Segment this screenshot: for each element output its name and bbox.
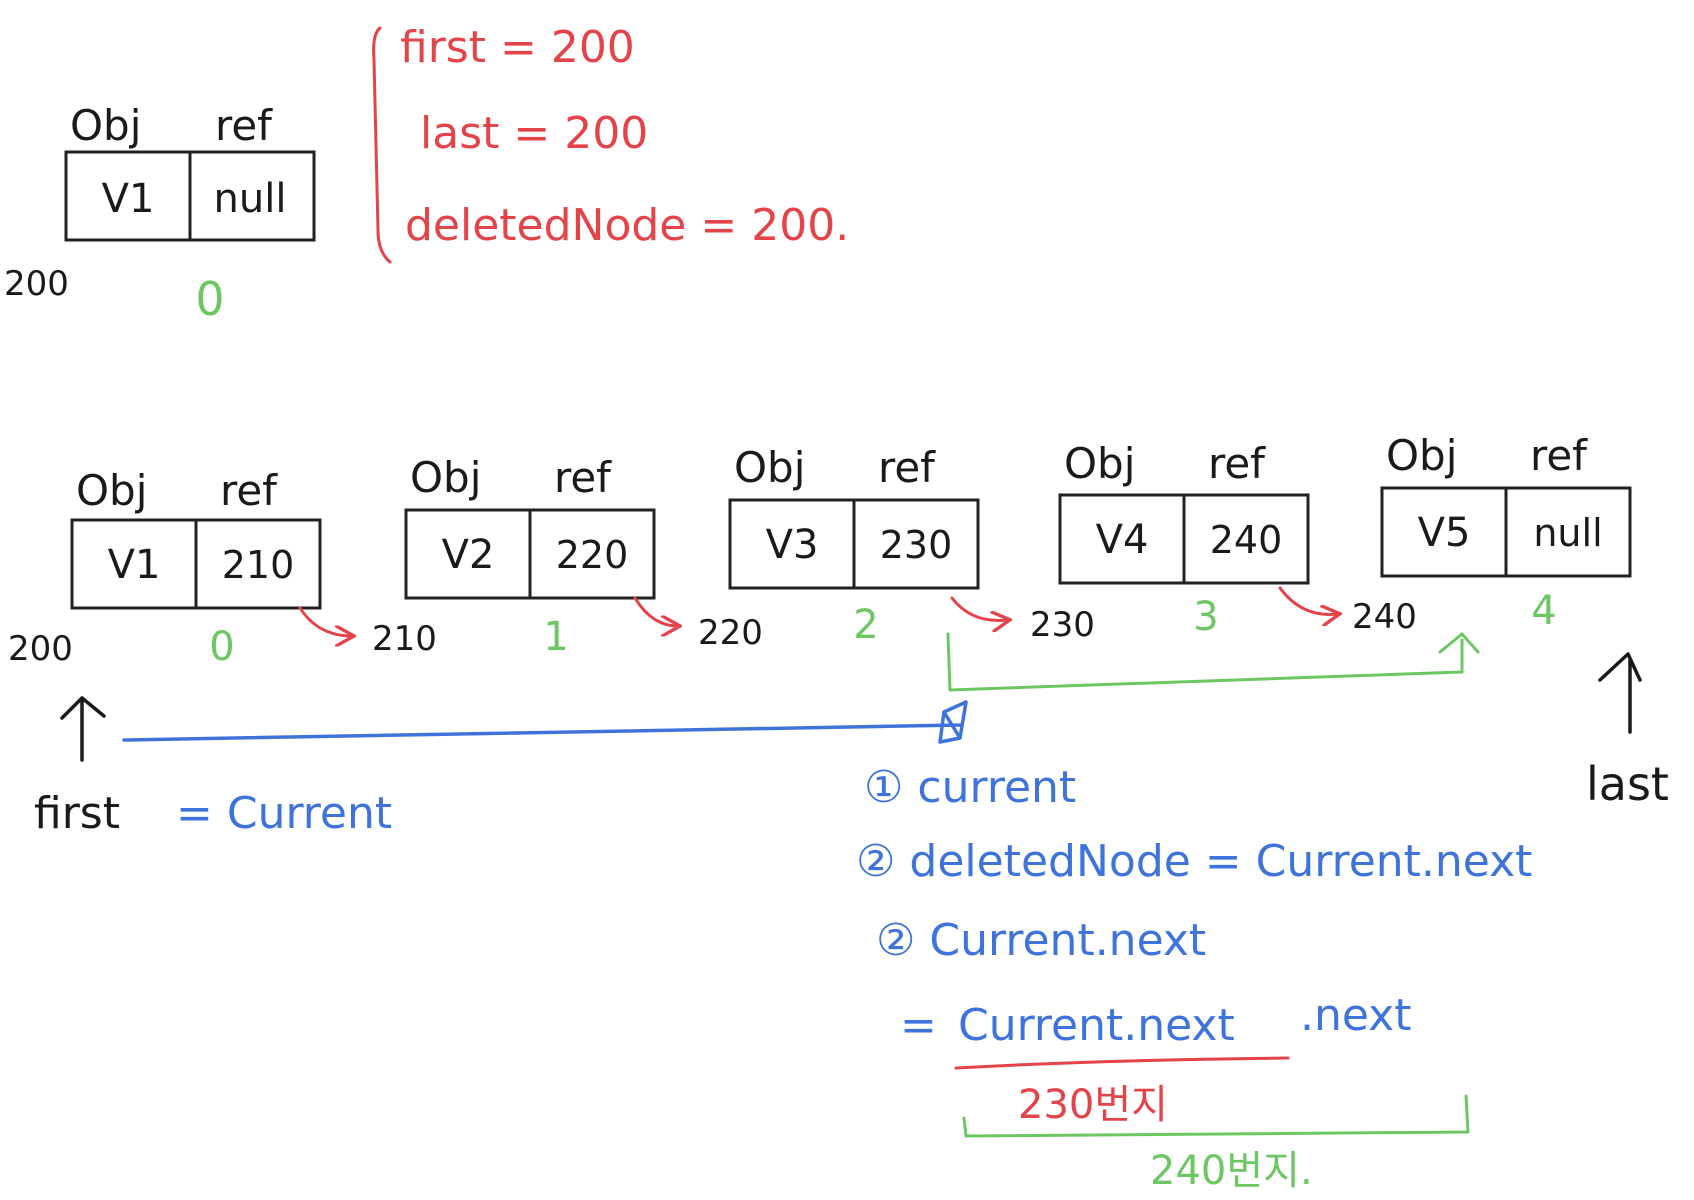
state-last: last = 200 (420, 108, 648, 159)
red-underline-label: 230번지 (1018, 1082, 1168, 1128)
top-node-index: 0 (195, 272, 224, 326)
node-obj-header: Obj (1386, 431, 1457, 480)
node-index: 0 (209, 624, 234, 670)
first-pointer-arrow (60, 696, 106, 762)
top-node-address: 200 (4, 264, 69, 304)
bypass-link (946, 632, 1480, 692)
node-address: 200 (8, 629, 73, 669)
state-deleted-node: deletedNode = 200. (405, 200, 849, 251)
node-value: V1 (108, 542, 161, 588)
red-underline (954, 1056, 1290, 1070)
node-value: V3 (766, 522, 819, 568)
node-address: 240 (1352, 597, 1417, 637)
step-notes: ① current ② deletedNode = Current.next ②… (856, 762, 1532, 1051)
step-2-equals: = (900, 1000, 937, 1051)
step-1-current: ① current (864, 762, 1076, 813)
state-brace (372, 26, 392, 264)
node-index: 4 (1531, 588, 1556, 634)
traversal-arrowhead (938, 700, 968, 744)
bypass-link-arrowhead (1438, 632, 1480, 654)
node-ref-value: 230 (880, 523, 953, 567)
node-index: 3 (1193, 594, 1218, 640)
node-ref-value: 240 (1210, 518, 1283, 562)
node-index: 1 (543, 614, 568, 660)
underline-annotations: 230번지 240번지. (954, 1056, 1470, 1194)
state-notes: first = 200 last = 200 deletedNode = 200… (372, 22, 849, 264)
first-pointer-label: first (34, 788, 120, 839)
last-pointer-arrow (1598, 652, 1642, 734)
node-ref-header: ref (1208, 439, 1266, 488)
top-node: Obj ref V1 null 200 0 (4, 101, 316, 326)
node-ref-value: null (1533, 511, 1602, 555)
node-ref-header: ref (554, 453, 612, 502)
first-pointer: first = Current (34, 696, 392, 839)
node-ref-value: 210 (222, 543, 295, 587)
step-2-current-next: ② Current.next (876, 915, 1206, 966)
top-node-ref-header: ref (215, 101, 273, 150)
node-address: 230 (1030, 605, 1095, 645)
next-arrow-1 (298, 606, 352, 636)
first-equals-current: = Current (176, 788, 392, 839)
state-first: first = 200 (400, 22, 635, 73)
step-2-current-next-expr: Current.next (958, 1000, 1235, 1051)
last-pointer: last (1586, 652, 1669, 811)
node-value: V2 (442, 532, 495, 578)
next-arrow-4 (1278, 586, 1338, 614)
top-node-ref-value: null (214, 176, 287, 222)
node-ref-header: ref (220, 466, 278, 515)
bypass-link-line (946, 632, 1464, 692)
node-index: 2 (853, 602, 878, 648)
node-obj-header: Obj (76, 466, 147, 515)
node-obj-header: Obj (1064, 439, 1135, 488)
green-bracket-label: 240번지. (1150, 1148, 1313, 1194)
traversal-arrow (122, 700, 968, 744)
traversal-arrow-line (122, 723, 964, 742)
green-bracket (962, 1094, 1470, 1138)
node-address: 210 (372, 619, 437, 659)
last-pointer-label: last (1586, 757, 1669, 811)
node-obj-header: Obj (410, 453, 481, 502)
node-value: V4 (1096, 517, 1149, 563)
node-value: V5 (1418, 510, 1471, 556)
node-ref-header: ref (1530, 431, 1588, 480)
node-ref-value: 220 (556, 533, 629, 577)
step-2-next-tail: .next (1300, 990, 1411, 1041)
node-ref-header: ref (878, 443, 936, 492)
node-address: 220 (698, 613, 763, 653)
next-arrow-3 (950, 596, 1008, 621)
top-node-value: V1 (102, 176, 155, 222)
step-2-deleted-node: ② deletedNode = Current.next (856, 836, 1532, 887)
top-node-obj-header: Obj (70, 101, 141, 150)
next-arrow-2 (633, 596, 678, 626)
node-obj-header: Obj (734, 443, 805, 492)
next-arrows (298, 586, 1338, 636)
